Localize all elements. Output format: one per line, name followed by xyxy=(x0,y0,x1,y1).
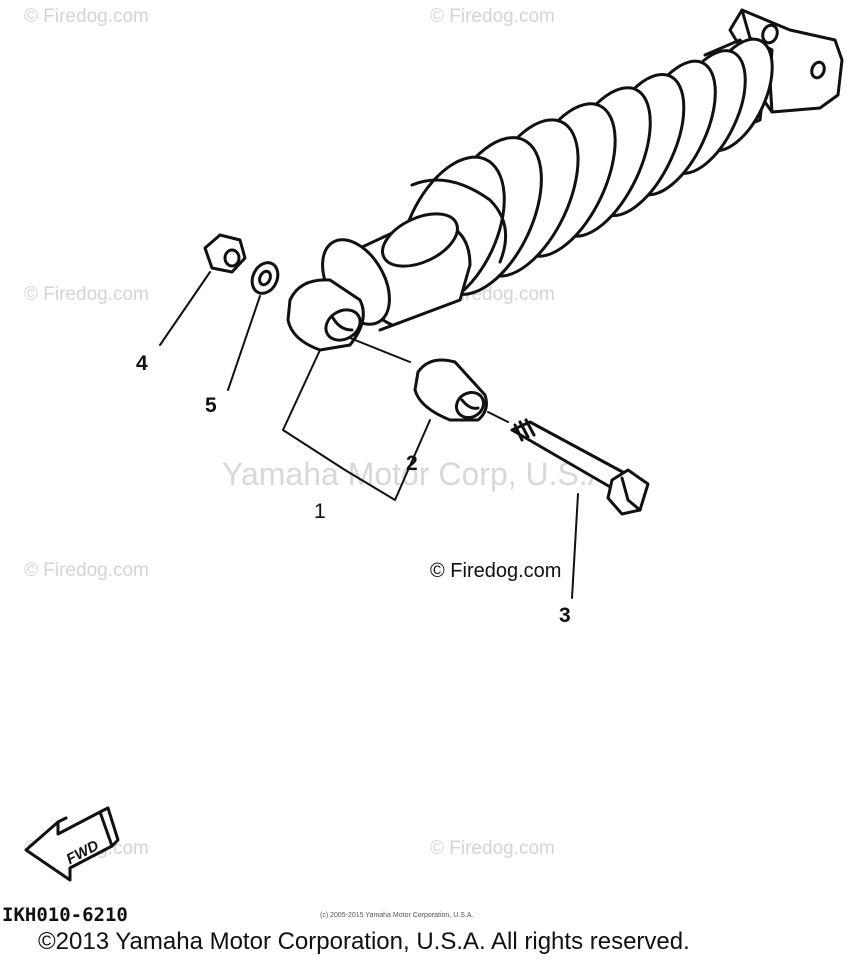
bushing-part-2 xyxy=(413,358,488,422)
watermark-text: © Firedog.com xyxy=(24,560,149,581)
small-copyright: (c) 2005-2015 Yamaha Motor Corporation, … xyxy=(320,912,474,919)
watermark-text: © Firedog.com xyxy=(24,284,149,305)
fwd-arrow xyxy=(24,806,120,882)
bolt-part-3 xyxy=(510,418,650,516)
watermark-text: © Firedog.com xyxy=(430,6,555,27)
callout-1: 1 xyxy=(314,500,326,523)
shock-body xyxy=(321,212,472,332)
watermark-text: © Firedog.com xyxy=(24,6,149,27)
leader-lines xyxy=(159,271,579,599)
watermark-center: © Firedog.com xyxy=(430,560,562,582)
callout-4: 4 xyxy=(136,352,148,375)
callout-3: 3 xyxy=(559,604,571,627)
callout-2: 2 xyxy=(406,452,418,475)
watermark-text: © Firedog.com xyxy=(430,838,555,859)
nut-part-4 xyxy=(203,233,247,274)
watermark-large: Yamaha Motor Corp, U.S.A. xyxy=(222,456,618,492)
washer-part-5 xyxy=(250,261,280,295)
copyright-notice: ©2013 Yamaha Motor Corporation, U.S.A. A… xyxy=(38,928,690,955)
lower-collar-part-1 xyxy=(286,278,365,352)
callout-5: 5 xyxy=(205,394,217,417)
part-code: IKH010-6210 xyxy=(2,904,128,926)
